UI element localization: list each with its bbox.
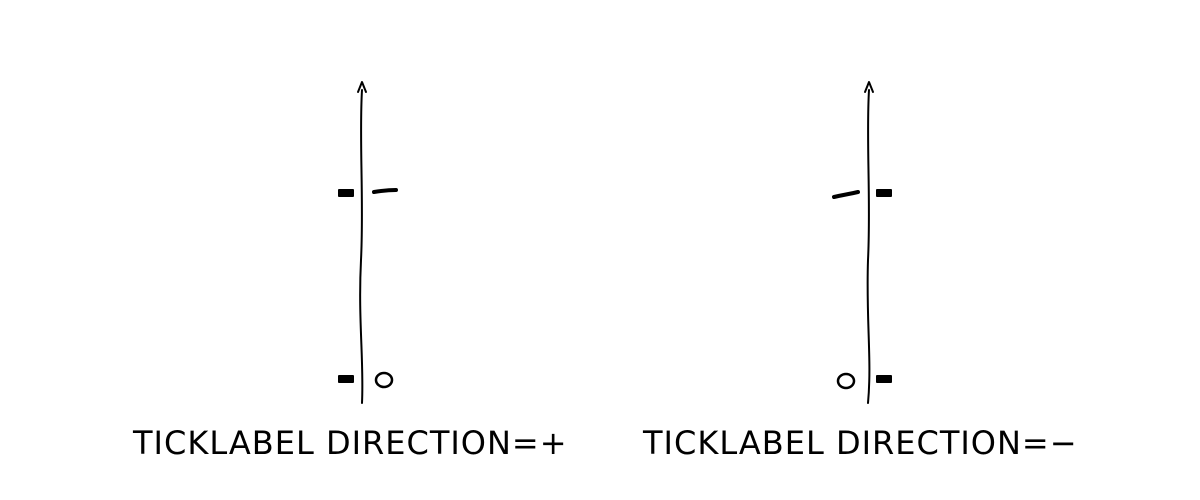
- tick-mark-1: [876, 189, 892, 197]
- tick-mark-1: [338, 189, 354, 197]
- tick-label-0: [836, 372, 856, 390]
- tick-mark-0: [338, 375, 354, 383]
- tick-label-1: [832, 190, 860, 199]
- tick-label-1: [372, 188, 398, 194]
- axis-arrowhead: [864, 81, 874, 93]
- caption-minus: TICKLABEL DIRECTION=−: [642, 424, 1078, 462]
- axis-arrowhead: [357, 81, 367, 93]
- tick-mark-0: [876, 375, 892, 383]
- caption-plus: TICKLABEL DIRECTION=+: [132, 424, 568, 462]
- panel-plus: TICKLABEL DIRECTION=+: [132, 81, 568, 462]
- panel-minus: TICKLABEL DIRECTION=−: [642, 81, 1078, 462]
- axis-line: [359, 89, 364, 404]
- axis-line: [866, 89, 871, 404]
- tick-label-0: [374, 371, 394, 389]
